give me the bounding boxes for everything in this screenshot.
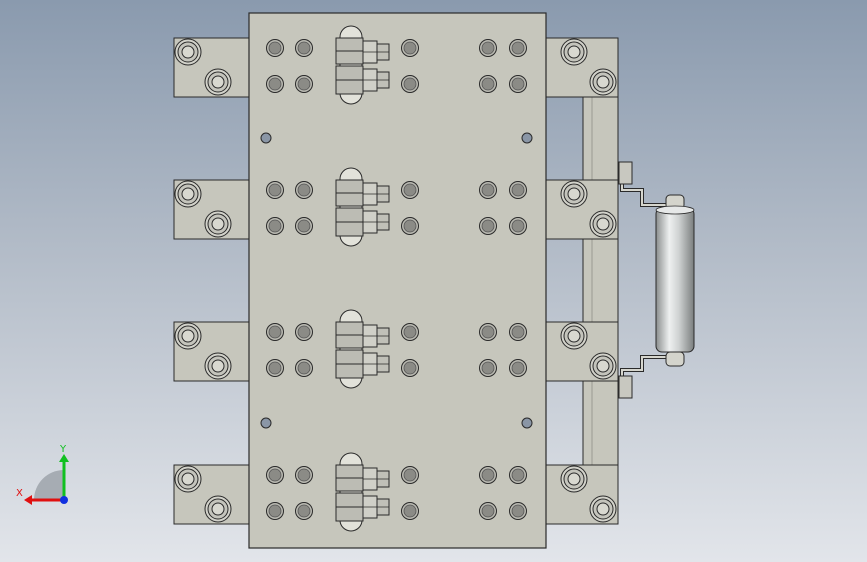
mount-hole-inner bbox=[403, 219, 417, 233]
mount-hole-inner bbox=[481, 468, 495, 482]
mount-hole-inner bbox=[481, 183, 495, 197]
terminal-bolt bbox=[560, 322, 588, 350]
terminal-bolt bbox=[589, 68, 617, 96]
mount-hole-inner bbox=[511, 41, 525, 55]
terminal-bolt bbox=[204, 210, 232, 238]
terminal-bolt bbox=[560, 38, 588, 66]
terminal-bolt bbox=[560, 180, 588, 208]
mount-hole-inner bbox=[481, 361, 495, 375]
mount-hole-inner bbox=[268, 183, 282, 197]
terminal-bolt bbox=[204, 352, 232, 380]
locating-hole bbox=[521, 417, 533, 429]
terminal-bolt bbox=[174, 322, 202, 350]
terminal-bolt bbox=[174, 180, 202, 208]
mount-hole-inner bbox=[268, 361, 282, 375]
bracket-nut bbox=[618, 161, 633, 185]
center-clamp bbox=[335, 452, 390, 532]
mount-hole-inner bbox=[403, 325, 417, 339]
bracket-nut bbox=[618, 375, 633, 399]
mount-hole-inner bbox=[268, 504, 282, 518]
mount-hole-inner bbox=[511, 468, 525, 482]
bolt-core bbox=[181, 329, 195, 343]
mount-hole-inner bbox=[481, 504, 495, 518]
mount-hole-inner bbox=[297, 219, 311, 233]
terminal-bolt bbox=[174, 38, 202, 66]
mount-hole-inner bbox=[511, 325, 525, 339]
base-plate bbox=[248, 12, 547, 549]
locating-hole bbox=[260, 417, 272, 429]
mount-hole-inner bbox=[403, 361, 417, 375]
roller-body bbox=[655, 207, 695, 353]
coordinate-triad-icon: X Y bbox=[16, 444, 69, 505]
terminal-bolt bbox=[589, 352, 617, 380]
mount-hole-inner bbox=[511, 361, 525, 375]
mount-hole-inner bbox=[511, 504, 525, 518]
mount-hole-inner bbox=[403, 504, 417, 518]
bolt-core bbox=[211, 217, 225, 231]
mount-hole-inner bbox=[268, 41, 282, 55]
axle-end bbox=[665, 351, 685, 367]
bolt-core bbox=[596, 359, 610, 373]
bolt-core bbox=[181, 45, 195, 59]
mount-hole-inner bbox=[403, 468, 417, 482]
terminal-bolt bbox=[204, 68, 232, 96]
mount-hole-inner bbox=[481, 325, 495, 339]
mount-hole-inner bbox=[511, 183, 525, 197]
bolt-core bbox=[211, 75, 225, 89]
mount-hole-inner bbox=[297, 183, 311, 197]
terminal-bolt bbox=[589, 495, 617, 523]
bolt-core bbox=[567, 472, 581, 486]
mount-hole-inner bbox=[511, 77, 525, 91]
center-clamp bbox=[335, 25, 390, 105]
triad-y-label: Y bbox=[59, 444, 67, 455]
terminal-bolt bbox=[204, 495, 232, 523]
triad-xy-plane bbox=[34, 470, 64, 500]
mount-hole-inner bbox=[481, 77, 495, 91]
triad-y-arrow bbox=[59, 454, 69, 462]
mount-hole-inner bbox=[268, 325, 282, 339]
mount-hole-inner bbox=[403, 77, 417, 91]
mount-hole-inner bbox=[297, 468, 311, 482]
mount-hole-inner bbox=[297, 325, 311, 339]
bolt-core bbox=[596, 217, 610, 231]
bolt-core bbox=[596, 75, 610, 89]
mount-hole-inner bbox=[481, 219, 495, 233]
mount-hole-inner bbox=[297, 77, 311, 91]
bolt-core bbox=[596, 502, 610, 516]
center-clamp bbox=[335, 167, 390, 247]
roller-top-cap bbox=[655, 205, 695, 215]
terminal-bolt bbox=[560, 465, 588, 493]
bolt-core bbox=[211, 502, 225, 516]
bolt-core bbox=[181, 472, 195, 486]
mount-hole-inner bbox=[511, 219, 525, 233]
triad-z-axis bbox=[60, 496, 68, 504]
right-rail bbox=[582, 95, 619, 525]
mount-hole-inner bbox=[403, 183, 417, 197]
mount-hole-inner bbox=[481, 41, 495, 55]
locating-hole bbox=[521, 132, 533, 144]
bolt-core bbox=[567, 329, 581, 343]
terminal-bolt bbox=[174, 465, 202, 493]
bolt-core bbox=[211, 359, 225, 373]
terminal-bolt bbox=[589, 210, 617, 238]
mount-hole-inner bbox=[268, 219, 282, 233]
bolt-core bbox=[567, 187, 581, 201]
triad-x-arrow bbox=[24, 495, 32, 505]
mount-hole-inner bbox=[297, 504, 311, 518]
mount-hole-inner bbox=[268, 77, 282, 91]
bolt-core bbox=[567, 45, 581, 59]
bolt-core bbox=[181, 187, 195, 201]
locating-hole bbox=[260, 132, 272, 144]
mount-hole-inner bbox=[297, 361, 311, 375]
mount-hole-inner bbox=[297, 41, 311, 55]
center-clamp bbox=[335, 309, 390, 389]
mount-hole-inner bbox=[268, 468, 282, 482]
roller-assembly bbox=[618, 161, 695, 399]
triad-x-label: X bbox=[16, 488, 23, 499]
mount-hole-inner bbox=[403, 41, 417, 55]
